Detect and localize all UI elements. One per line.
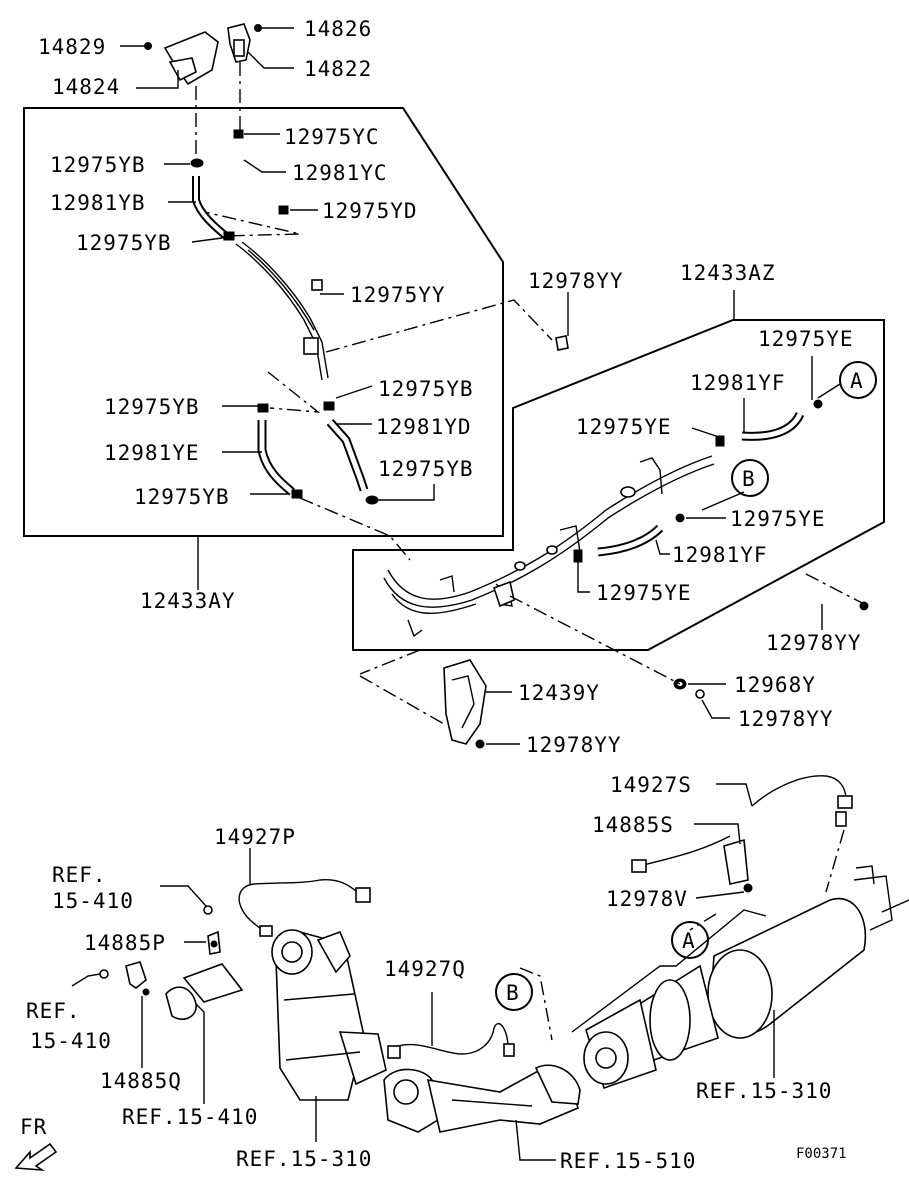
label-12981YE: 12981YE [104, 441, 200, 465]
label-ref-1-line1: REF. [52, 863, 107, 887]
heat-protector-12439Y [443, 659, 487, 749]
label-14829: 14829 [38, 35, 106, 59]
bracket-REF-15-410 [165, 963, 244, 1020]
harness-pipes-upper [235, 241, 329, 381]
label-12433AZ: 12433AZ [680, 261, 776, 285]
hose-12981YF-upper [741, 411, 805, 441]
label-14885Q: 14885Q [100, 1069, 182, 1093]
label-14826: 14826 [304, 17, 372, 41]
label-12975YE-4: 12975YE [596, 581, 692, 605]
svg-text:FR: FR [20, 1115, 47, 1139]
label-14927P: 14927P [214, 825, 296, 849]
sensor-14885S [631, 835, 753, 893]
svg-text:B: B [506, 981, 520, 1005]
hose-12981YB [192, 176, 229, 240]
label-12978YY-4: 12978YY [526, 733, 622, 757]
label-ref-1-line2: 15-410 [52, 889, 134, 913]
label-12975YB-2: 12975YB [76, 231, 172, 255]
label-12968Y: 12968Y [734, 673, 816, 697]
harness-pipes-lower [383, 455, 715, 638]
label-14885P: 14885P [84, 931, 166, 955]
label-12975YE-3: 12975YE [730, 507, 826, 531]
label-12978V: 12978V [606, 887, 688, 911]
figure-code: F00371 [796, 1146, 847, 1162]
label-12439Y: 12439Y [518, 681, 600, 705]
sensor-14927P [238, 878, 371, 937]
dpf-assembly [271, 929, 387, 1101]
label-12975YB-1: 12975YB [50, 153, 146, 177]
group-box-12433AY [23, 107, 504, 537]
label-12975YD: 12975YD [322, 199, 418, 223]
label-12978YY-2: 12978YY [766, 631, 862, 655]
svg-text:B: B [742, 467, 756, 491]
callout-b-lower: B [495, 973, 533, 1011]
label-ref-15-310-left: REF.15-310 [236, 1147, 372, 1171]
label-12975YE-2: 12975YE [576, 415, 672, 439]
front-pipe-assembly [383, 1064, 581, 1133]
label-12981YD: 12981YD [376, 415, 472, 439]
hose-12981YF-lower [597, 524, 664, 557]
label-14927Q: 14927Q [384, 957, 466, 981]
label-ref-15-410: REF.15-410 [122, 1105, 258, 1129]
label-14885S: 14885S [592, 813, 674, 837]
bolt-12978YY-lower [695, 689, 705, 699]
label-12433AY: 12433AY [140, 589, 236, 613]
label-ref-15-310-right: REF.15-310 [696, 1079, 832, 1103]
callout-b-upper: B [731, 459, 769, 497]
label-12981YF-2: 12981YF [672, 543, 768, 567]
label-12981YB: 12981YB [50, 191, 146, 215]
label-12981YF-1: 12981YF [690, 371, 786, 395]
label-12978YY-3: 12978YY [738, 707, 834, 731]
label-12975YB-4: 12975YB [104, 395, 200, 419]
front-direction-arrow: FR [14, 1115, 58, 1172]
sensor-14885Q [125, 961, 150, 996]
label-12975YB-5: 12975YB [378, 457, 474, 481]
label-12975YC: 12975YC [284, 125, 380, 149]
label-14824: 14824 [52, 75, 120, 99]
sensor-14885P [207, 930, 221, 955]
svg-text:A: A [850, 369, 864, 393]
label-ref-15-510: REF.15-510 [560, 1149, 696, 1173]
label-14822: 14822 [304, 57, 372, 81]
label-ref-2-line1: REF. [26, 999, 81, 1023]
label-12981YC: 12981YC [292, 161, 388, 185]
svg-text:A: A [682, 929, 696, 953]
bolt-12978YY-upper [555, 335, 569, 351]
leader-lines [71, 27, 841, 1161]
label-12975YE-1: 12975YE [758, 327, 854, 351]
hose-12981YD [326, 419, 369, 492]
sensor-14927S [751, 775, 853, 827]
bolt-12978YY-right [859, 601, 869, 611]
hose-12981YE [257, 420, 295, 496]
hose-12981YC [234, 145, 282, 208]
callout-a-lower: A [671, 921, 709, 959]
label-12975YY: 12975YY [350, 283, 446, 307]
callout-a-upper: A [839, 361, 877, 399]
label-12975YB-6: 12975YB [134, 485, 230, 509]
label-12978YY-1: 12978YY [528, 269, 624, 293]
sensor-bracket-assembly [144, 23, 262, 86]
group-box-12433AZ [352, 319, 885, 651]
muffler-assembly [571, 865, 909, 1090]
label-14927S: 14927S [610, 773, 692, 797]
sensor-14927Q [387, 1023, 515, 1059]
label-12975YB-3: 12975YB [378, 377, 474, 401]
label-ref-2-line2: 15-410 [30, 1029, 112, 1053]
